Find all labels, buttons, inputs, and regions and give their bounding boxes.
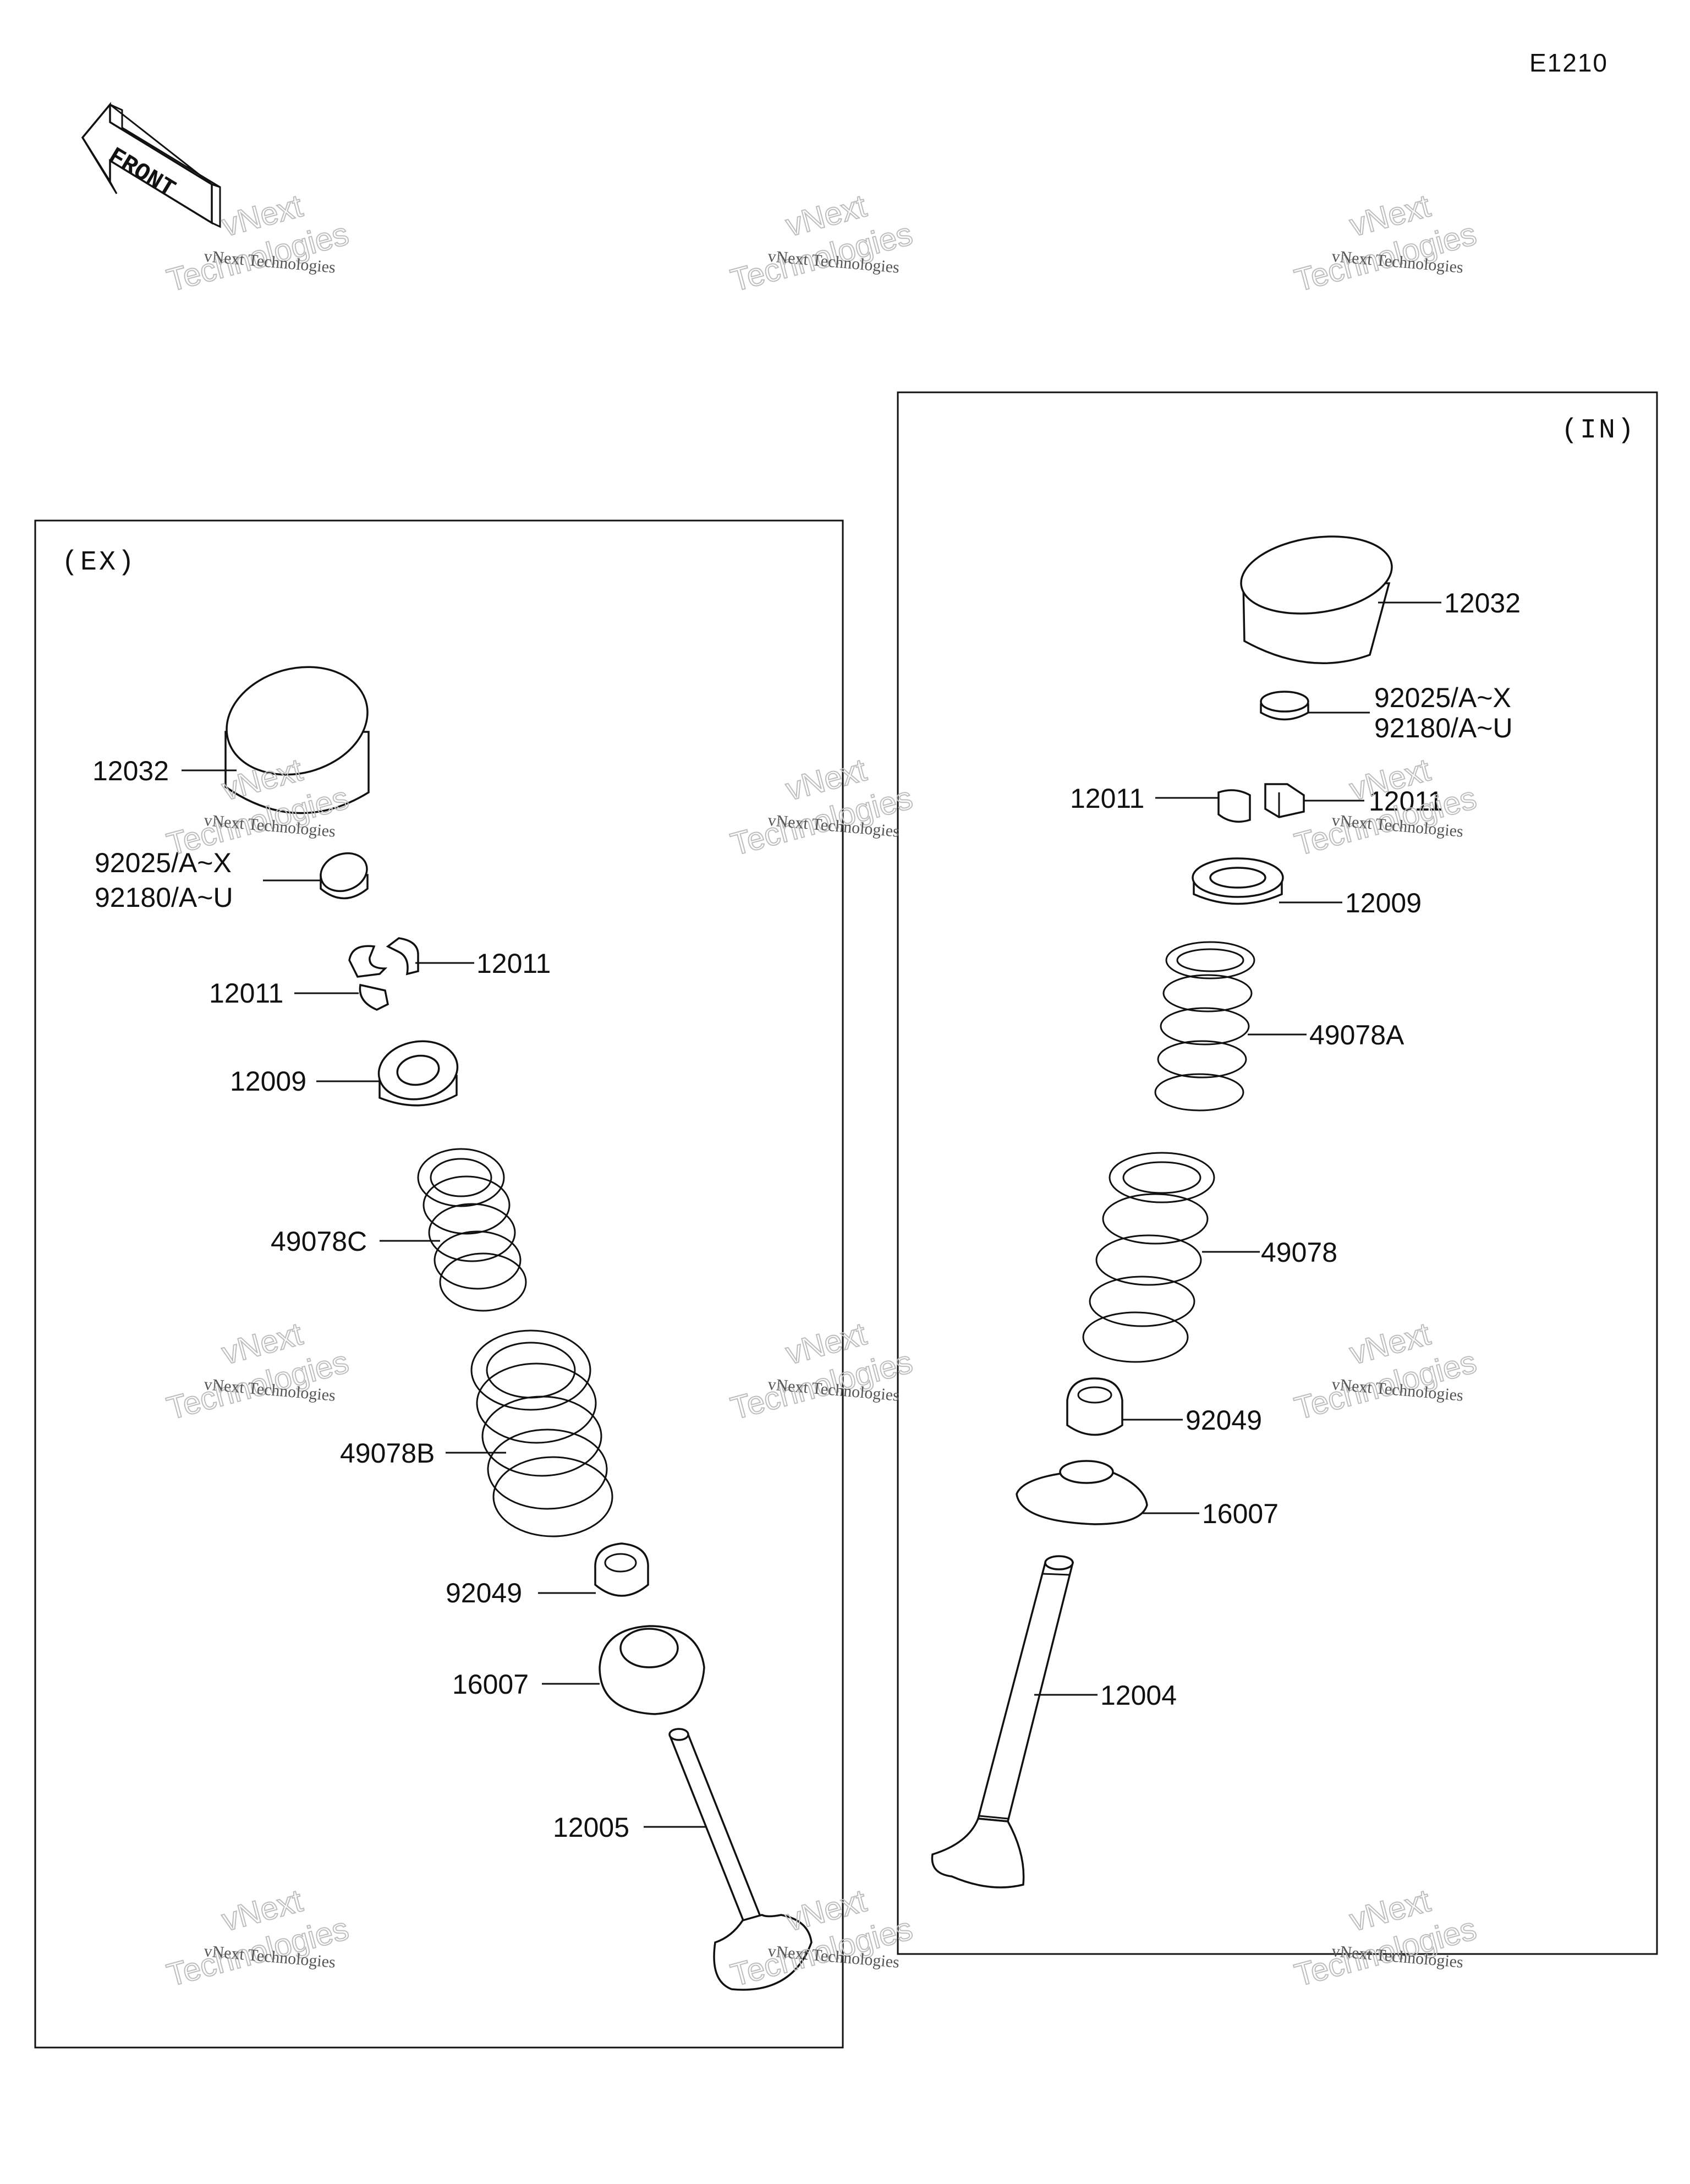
in-outer-spring-icon	[1082, 1152, 1215, 1363]
watermark: vNext Technologies vNext Technologies	[163, 1882, 353, 1994]
in-shim-icon	[1260, 691, 1309, 721]
in-valve-icon	[931, 1555, 1074, 1889]
ex-cotter-right-label: 12011	[476, 948, 551, 979]
intake-section-label: (IN)	[1561, 415, 1636, 446]
in-cotter-right-label: 12011	[1369, 786, 1443, 817]
watermark: vNext Technologies vNext Technologies	[1291, 1882, 1481, 1994]
ex-spring-seat-label: 16007	[452, 1669, 529, 1700]
in-spring-seat-icon	[1016, 1460, 1148, 1525]
ex-spring-seat-icon	[599, 1625, 705, 1715]
in-spring-seat-label: 16007	[1202, 1498, 1279, 1529]
watermark: vNext Technologies vNext Technologies	[727, 751, 917, 863]
watermark-group: vNext Technologies vNext Technologies vN…	[163, 187, 1481, 1994]
in-cotter-icon	[1217, 783, 1305, 823]
in-retainer-icon	[1192, 857, 1284, 905]
ex-stem-seal-label: 92049	[446, 1578, 522, 1608]
ex-inner-spring-label: 49078C	[271, 1226, 367, 1257]
diagram-code: E1210	[1529, 48, 1608, 77]
exhaust-section-frame	[34, 519, 844, 2049]
watermark: vNext Technologies vNext Technologies	[1291, 1315, 1481, 1427]
watermark: vNext Technologies vNext Technologies	[727, 187, 917, 299]
ex-tappet-icon	[224, 666, 370, 814]
ex-retainer-label: 12009	[230, 1066, 306, 1097]
ex-stem-seal-icon	[594, 1542, 649, 1597]
in-valve-label: 12004	[1100, 1680, 1177, 1711]
in-stem-seal-icon	[1066, 1377, 1123, 1436]
ex-outer-spring-label: 49078B	[340, 1438, 435, 1469]
in-tappet-label: 12032	[1444, 588, 1521, 618]
in-outer-spring-label: 49078	[1261, 1237, 1337, 1268]
ex-cotter-icon	[348, 937, 419, 1011]
in-shim-label-b: 92180/A~U	[1374, 713, 1513, 743]
intake-section-frame	[897, 391, 1658, 1955]
ex-inner-spring-icon	[417, 1148, 527, 1312]
in-inner-spring-icon	[1154, 941, 1255, 1112]
ex-shim-icon	[320, 852, 369, 900]
watermark: vNext Technologies vNext Technologies	[163, 1315, 353, 1427]
ex-shim-label-a: 92025/A~X	[95, 847, 232, 878]
exhaust-section-label: (EX)	[62, 547, 136, 578]
ex-shim-label-b: 92180/A~U	[95, 882, 233, 913]
in-shim-label-a: 92025/A~X	[1374, 682, 1511, 713]
ex-valve-icon	[668, 1728, 813, 1991]
ex-retainer-icon	[377, 1040, 459, 1107]
in-tappet-icon	[1240, 535, 1393, 664]
watermark: vNext Technologies vNext Technologies	[1291, 187, 1481, 299]
ex-tappet-label: 12032	[92, 756, 169, 786]
front-arrow-icon: FRONT	[81, 102, 221, 228]
watermark: vNext Technologies vNext Technologies	[1291, 751, 1481, 863]
ex-valve-label: 12005	[553, 1812, 629, 1843]
ex-outer-spring-icon	[470, 1329, 613, 1537]
in-inner-spring-label: 49078A	[1309, 1020, 1404, 1050]
in-cotter-left-label: 12011	[1070, 783, 1144, 814]
in-stem-seal-label: 92049	[1186, 1405, 1262, 1436]
watermark: vNext Technologies vNext Technologies	[727, 1315, 917, 1427]
in-retainer-label: 12009	[1345, 888, 1422, 918]
ex-cotter-left-label: 12011	[209, 978, 283, 1009]
